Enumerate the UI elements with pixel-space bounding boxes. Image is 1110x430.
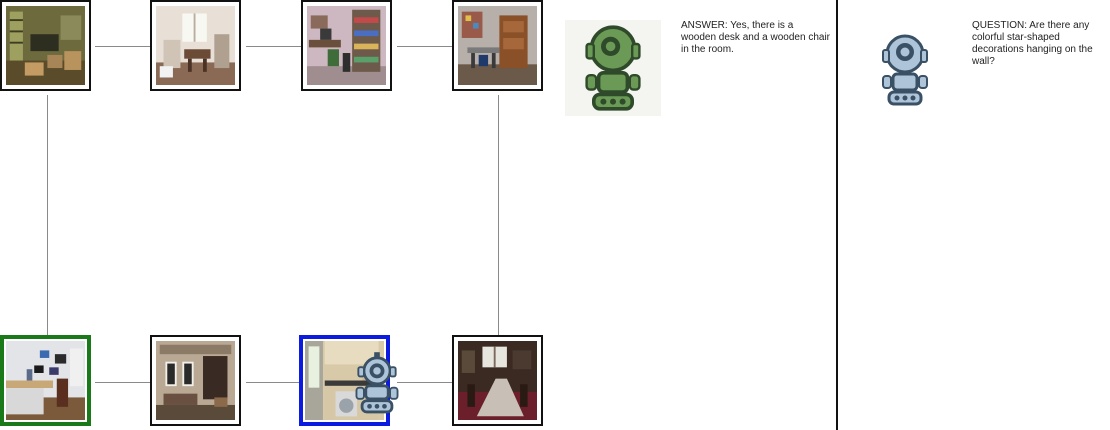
room-thumbnail <box>156 341 235 420</box>
graph-node-study[interactable] <box>301 0 392 91</box>
question-text: QUESTION: Are there any colorful star-sh… <box>972 20 1093 67</box>
room-thumbnail <box>6 341 85 420</box>
blue-robot-icon <box>873 30 937 110</box>
edge-right-vertical <box>498 95 499 335</box>
room-thumbnail <box>307 6 386 85</box>
green-robot-icon <box>585 25 641 111</box>
edge-bot-2-3 <box>246 382 301 383</box>
graph-node-office[interactable] <box>452 0 543 91</box>
answer-robot-panel <box>565 20 661 116</box>
edge-top-1-2 <box>95 46 150 47</box>
room-thumbnail <box>458 341 537 420</box>
graph-node-start-office[interactable] <box>0 335 91 426</box>
room-thumbnail <box>156 6 235 85</box>
answer-text: ANSWER: Yes, there is a wooden desk and … <box>681 20 830 55</box>
edge-bot-3-4 <box>397 382 452 383</box>
graph-node-dining-room[interactable] <box>452 335 543 426</box>
edge-left-vertical <box>47 95 48 335</box>
edge-top-3-4 <box>397 46 452 47</box>
room-thumbnail <box>458 6 537 85</box>
graph-node-living-room[interactable] <box>150 0 241 91</box>
graph-node-storage-room[interactable] <box>0 0 91 91</box>
edge-top-2-3 <box>246 46 301 47</box>
edge-bot-1-2 <box>95 382 150 383</box>
agent-robot-icon <box>349 350 405 416</box>
graph-node-gallery-room[interactable] <box>150 335 241 426</box>
graph-node-current-kitchen[interactable] <box>299 335 390 426</box>
panel-divider <box>836 0 838 430</box>
room-thumbnail <box>6 6 85 85</box>
